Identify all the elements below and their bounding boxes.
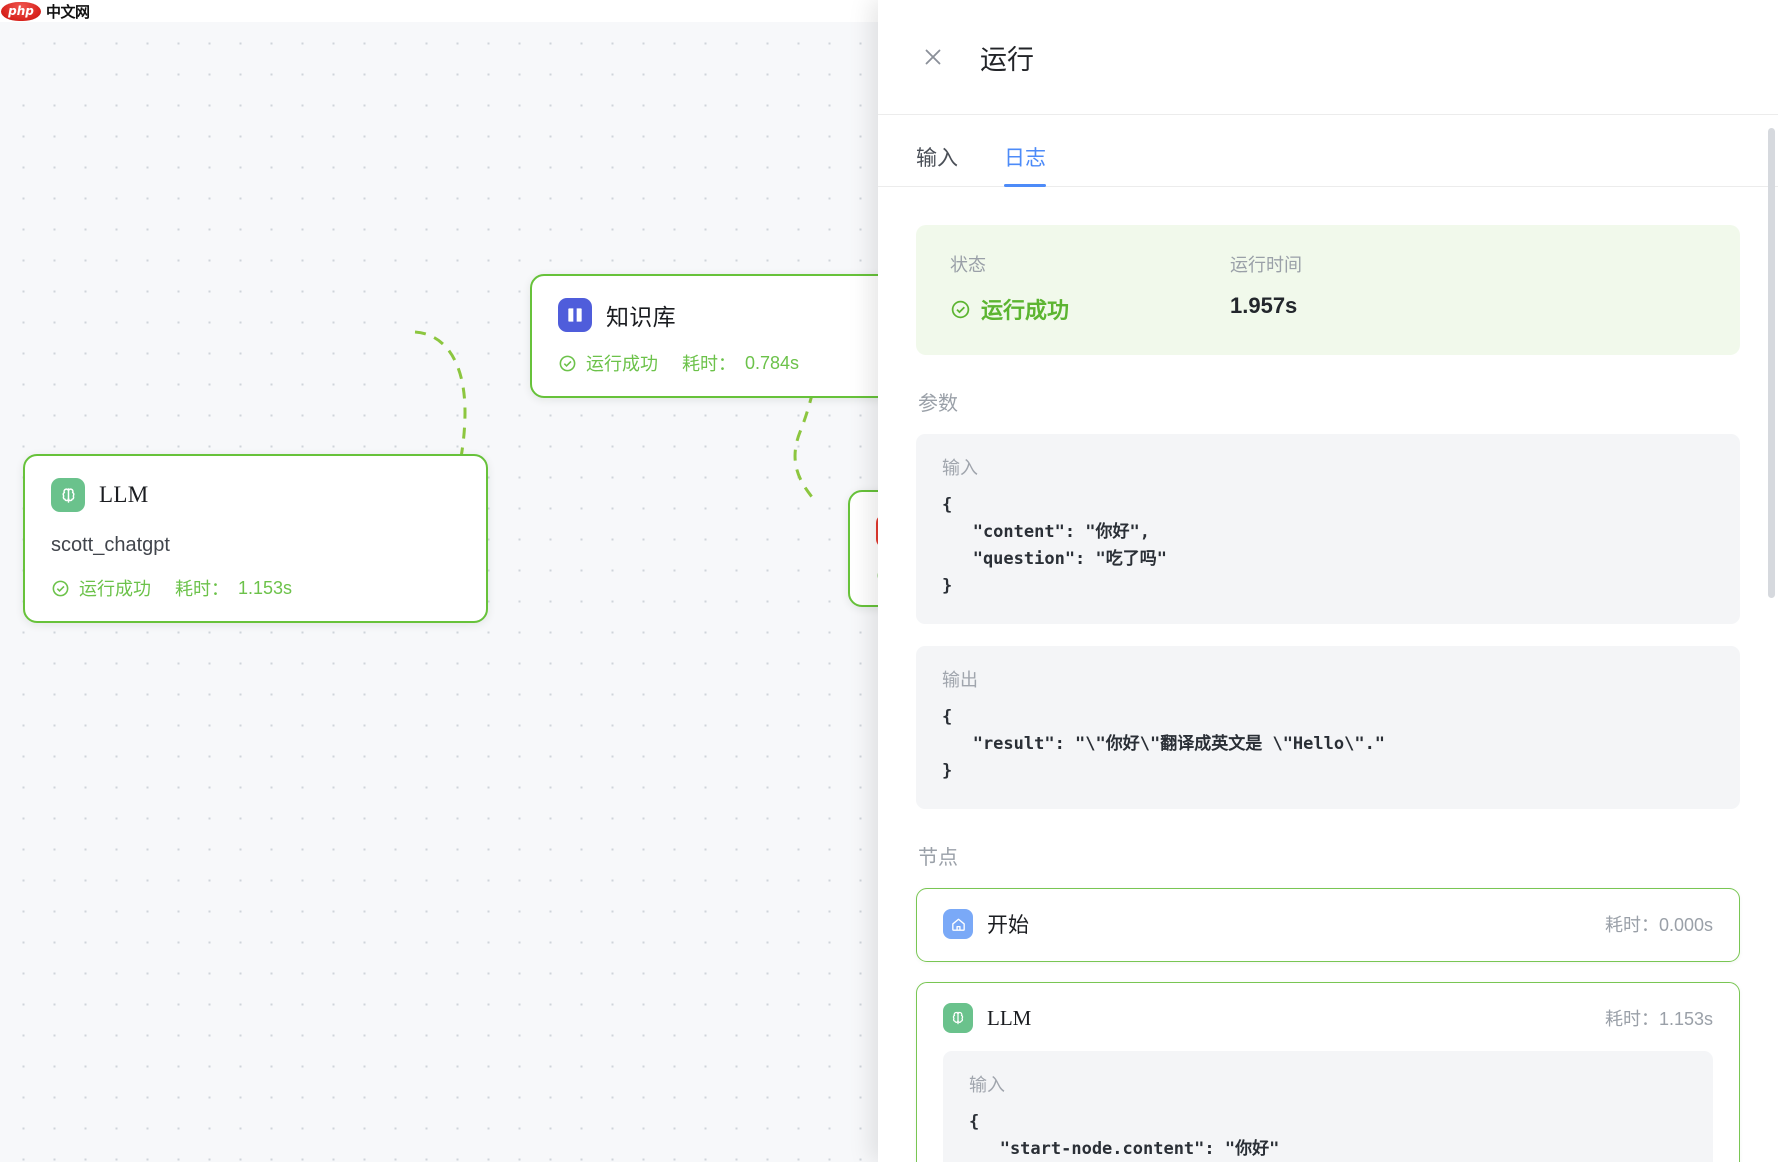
close-icon[interactable] bbox=[916, 40, 950, 74]
node-status: 运行成功 耗时： 1.153s bbox=[51, 575, 460, 601]
alert-icon bbox=[876, 514, 878, 548]
log-node-duration: 耗时：1.153s bbox=[1604, 1009, 1713, 1029]
params-output-code: { "result": "\"你好\"翻译成英文是 \"Hello\"." } bbox=[942, 707, 1386, 781]
status-badge: 运行成功 bbox=[950, 293, 1230, 325]
canvas-node-hidden[interactable] bbox=[848, 490, 878, 607]
brain-icon bbox=[51, 478, 85, 512]
node-duration-value: 1.153s bbox=[238, 577, 293, 598]
log-node-name: 开始 bbox=[987, 913, 1029, 937]
brain-icon bbox=[943, 1003, 973, 1033]
node-duration-label: 耗时： bbox=[682, 354, 736, 374]
log-node-start[interactable]: 开始 耗时：0.000s bbox=[916, 888, 1740, 962]
params-input-code: { "content": "你好", "question": "吃了吗" } bbox=[942, 495, 1167, 596]
scrollbar-thumb[interactable] bbox=[1768, 128, 1775, 598]
log-node-name: LLM bbox=[987, 1005, 1032, 1030]
params-input-block: 输入 { "content": "你好", "question": "吃了吗" … bbox=[916, 434, 1740, 624]
params-output-block: 输出 { "result": "\"你好\"翻译成英文是 \"Hello\"."… bbox=[916, 646, 1740, 809]
node-header: LLM bbox=[51, 478, 460, 512]
summary-time-column: 运行时间 1.957s bbox=[1230, 251, 1510, 325]
runtime-label: 运行时间 bbox=[1230, 255, 1302, 275]
log-node-input-code: { "start-node.content": "你好" } bbox=[969, 1112, 1280, 1159]
log-node-input-block: 输入 { "start-node.content": "你好" } bbox=[943, 1051, 1713, 1162]
home-icon bbox=[943, 909, 973, 939]
drawer-tabs: 输入 日志 bbox=[878, 115, 1778, 187]
node-title: 知识库 bbox=[606, 305, 676, 330]
log-node-input-label: 输入 bbox=[969, 1075, 1005, 1095]
log-node-llm[interactable]: LLM 耗时：1.153s 输入 { "start-node.content":… bbox=[916, 982, 1740, 1162]
watermark-text: 中文网 bbox=[46, 2, 90, 21]
node-header bbox=[876, 514, 878, 548]
log-node-header: LLM 耗时：1.153s bbox=[943, 1003, 1713, 1033]
node-status: 运行成功 耗时： 0.784s bbox=[558, 350, 878, 376]
drawer-scrollbar[interactable] bbox=[1768, 128, 1775, 1158]
status-value: 运行成功 bbox=[981, 298, 1070, 323]
status-label: 状态 bbox=[950, 255, 986, 275]
params-output-label: 输出 bbox=[942, 670, 978, 690]
php-logo-icon: php bbox=[1, 1, 41, 21]
check-circle-icon bbox=[52, 580, 69, 596]
node-status-text: 运行成功 bbox=[79, 579, 151, 599]
node-subtitle: scott_chatgpt bbox=[51, 534, 170, 556]
log-node-duration: 耗时：0.000s bbox=[1604, 915, 1713, 935]
workflow-canvas[interactable]: 知识库 运行成功 耗时： 0.784s bbox=[0, 22, 878, 1162]
tab-input[interactable]: 输入 bbox=[916, 147, 958, 170]
node-duration-label: 耗时： bbox=[175, 579, 229, 599]
runtime-value: 1.957s bbox=[1230, 293, 1298, 318]
run-summary-card: 状态 运行成功 运行时间 1.957s bbox=[916, 225, 1740, 355]
node-title: LLM bbox=[99, 482, 149, 507]
site-watermark: php 中文网 bbox=[0, 0, 93, 22]
check-circle-icon bbox=[559, 355, 576, 371]
check-circle-icon bbox=[951, 300, 970, 318]
drawer-content: 状态 运行成功 运行时间 1.957s 参数 输入 { "content" bbox=[878, 187, 1778, 1162]
drawer-header: 运行 bbox=[878, 0, 1778, 115]
node-status-text: 运行成功 bbox=[586, 354, 658, 374]
book-icon bbox=[558, 298, 592, 332]
params-section-label: 参数 bbox=[918, 393, 958, 415]
nodes-section-label: 节点 bbox=[918, 847, 958, 869]
run-log-drawer: 运行 输入 日志 状态 运行成功 运行时间 1.95 bbox=[878, 0, 1778, 1162]
tab-log[interactable]: 日志 bbox=[1004, 142, 1046, 187]
summary-status-column: 状态 运行成功 bbox=[950, 251, 1230, 325]
node-header: 知识库 bbox=[558, 298, 878, 332]
page-title: 运行 bbox=[980, 44, 1034, 75]
params-input-label: 输入 bbox=[942, 458, 978, 478]
node-duration-value: 0.784s bbox=[745, 352, 800, 373]
canvas-node-llm[interactable]: LLM scott_chatgpt 运行成功 耗时： 1.153s bbox=[23, 454, 488, 623]
log-node-header: 开始 耗时：0.000s bbox=[943, 909, 1713, 939]
canvas-node-knowledge-base[interactable]: 知识库 运行成功 耗时： 0.784s bbox=[530, 274, 878, 398]
